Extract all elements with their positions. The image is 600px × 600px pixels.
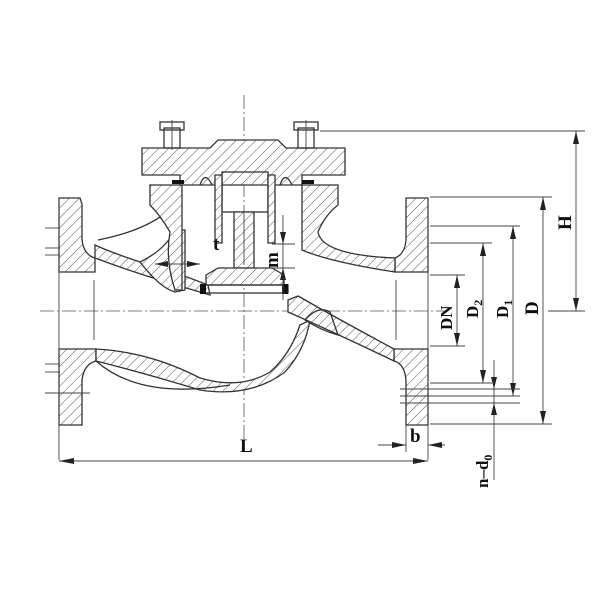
label-t: t bbox=[213, 234, 220, 255]
label-L: L bbox=[240, 436, 253, 457]
disc-assembly bbox=[200, 211, 289, 294]
valve-body bbox=[94, 184, 396, 393]
dimension-DN: DN bbox=[430, 274, 465, 347]
dimension-D1: D1 bbox=[430, 225, 520, 396]
dimension-L: L bbox=[59, 436, 428, 464]
right-flange bbox=[393, 197, 520, 460]
dimension-H: H bbox=[320, 130, 585, 312]
label-m: m bbox=[262, 252, 283, 268]
dimension-D: D bbox=[430, 196, 552, 425]
label-n-d0: n–d0 bbox=[473, 455, 495, 488]
label-D2: D2 bbox=[463, 300, 485, 318]
label-H: H bbox=[555, 215, 576, 230]
bolt-left bbox=[159, 120, 185, 150]
bonnet-cover bbox=[141, 139, 346, 244]
label-D: D bbox=[522, 301, 543, 315]
dimension-n-d0: n–d0 bbox=[473, 360, 497, 488]
dimension-D2: D2 bbox=[430, 242, 492, 384]
dimension-t: t bbox=[155, 234, 220, 267]
label-b: b bbox=[410, 426, 421, 447]
label-DN: DN bbox=[437, 305, 456, 330]
dimension-m: m bbox=[262, 215, 295, 300]
label-D1: D1 bbox=[493, 300, 515, 318]
bolt-right bbox=[293, 120, 319, 150]
left-flange bbox=[45, 197, 97, 460]
dimension-b: b bbox=[378, 425, 445, 452]
